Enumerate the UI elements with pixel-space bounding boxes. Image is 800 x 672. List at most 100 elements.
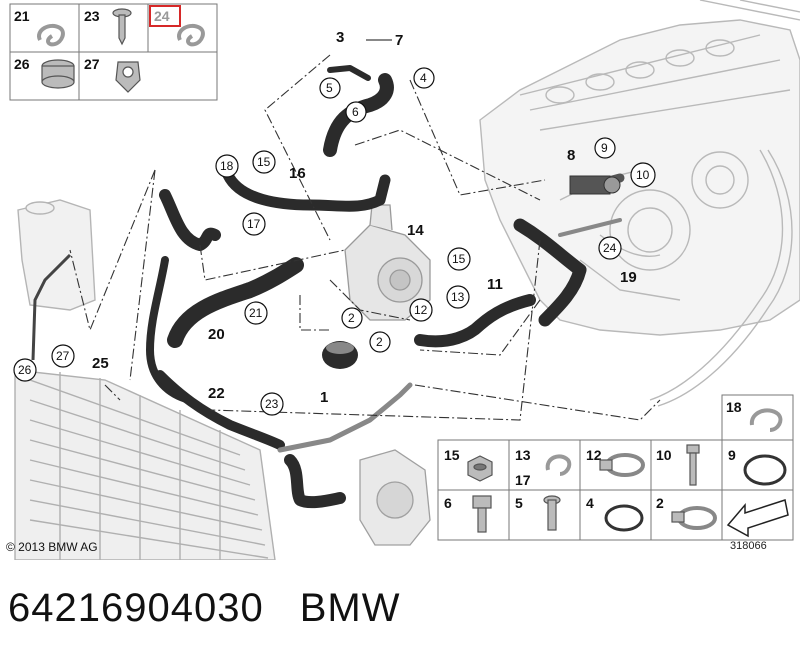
hex-bolt-icon — [472, 495, 492, 533]
highlight-box — [149, 5, 181, 27]
hose-clamp-icon — [749, 408, 783, 432]
label-14: 14 — [407, 222, 424, 239]
hose-clamp-icon — [545, 454, 572, 476]
brand-name: BMW — [299, 586, 401, 630]
svg-text:17: 17 — [247, 217, 261, 231]
legend-num-23: 23 — [84, 8, 100, 24]
top-legend — [9, 3, 218, 101]
svg-text:2: 2 — [376, 335, 383, 349]
svg-text:27: 27 — [56, 349, 70, 363]
hex-nut-icon — [467, 455, 493, 482]
callout-9: 9 — [594, 137, 616, 159]
svg-text:5: 5 — [326, 81, 333, 95]
cooling-system-diagram: 21 23 24 26 27 15 13 17 12 10 9 6 5 4 2 … — [9, 0, 800, 560]
label-11: 11 — [487, 276, 503, 293]
callout-2-lower: 2 — [369, 331, 391, 353]
svg-text:24: 24 — [603, 241, 617, 255]
svg-text:18: 18 — [220, 159, 234, 173]
legend-num-26: 26 — [14, 56, 30, 72]
expanding-rivet-icon — [112, 8, 132, 46]
legend-num-6: 6 — [444, 495, 452, 511]
legend-num-24: 24 — [154, 8, 170, 24]
callout-15-top: 15 — [252, 150, 276, 174]
label-7: 7 — [395, 32, 403, 49]
top-legend-numbers: 21 23 24 26 27 — [14, 8, 170, 72]
part-number: 64216904030 — [8, 586, 264, 630]
legend-num-10: 10 — [656, 447, 672, 463]
legend-num-21: 21 — [14, 8, 30, 24]
callout-10: 10 — [630, 162, 656, 188]
o-ring-icon — [743, 454, 787, 486]
legend-num-17: 17 — [515, 472, 531, 488]
legend-num-12: 12 — [586, 447, 602, 463]
thermostat-cap — [322, 341, 358, 369]
svg-text:13: 13 — [451, 290, 465, 304]
hose-19 — [513, 218, 587, 327]
hose-6 — [323, 73, 394, 157]
svg-text:12: 12 — [414, 303, 428, 317]
hose-3 — [327, 65, 371, 81]
radiator — [14, 369, 276, 560]
legend-num-27: 27 — [84, 56, 100, 72]
svg-text:21: 21 — [249, 306, 263, 320]
callout-17: 17 — [242, 212, 266, 236]
callout-18: 18 — [215, 154, 239, 178]
clip-icon — [115, 61, 141, 93]
callout-12: 12 — [409, 298, 433, 322]
hose-clamp-icon — [37, 23, 65, 47]
svg-text:2: 2 — [348, 311, 355, 325]
label-20: 20 — [208, 326, 225, 343]
hose-lower — [284, 454, 346, 509]
callout-2-upper: 2 — [341, 307, 363, 329]
label-1: 1 — [320, 389, 328, 406]
hose-20 — [167, 257, 304, 348]
svg-text:23: 23 — [265, 397, 279, 411]
label-25b: 25 — [92, 355, 109, 372]
worm-clamp-icon — [671, 506, 717, 530]
bottom-legend-icons — [467, 408, 789, 538]
hose-16 — [222, 169, 391, 212]
legend-num-5: 5 — [515, 495, 523, 511]
top-legend-icons — [37, 8, 205, 93]
callout-26: 26 — [13, 358, 37, 382]
callout-15: 15 — [447, 247, 471, 271]
callout-4: 4 — [413, 67, 435, 89]
part-labels: 3 7 8 16 14 11 19 20 1 22 25 25 — [92, 29, 637, 406]
seal-ring-icon — [604, 504, 644, 532]
screw-icon — [543, 495, 561, 531]
svg-text:15: 15 — [257, 155, 271, 169]
hose-22 — [155, 370, 285, 450]
svg-text:15: 15 — [452, 252, 466, 266]
hoses — [146, 65, 625, 509]
label-16: 16 — [289, 165, 306, 182]
spring-band-clamp-icon — [41, 59, 75, 89]
callout-13: 13 — [446, 285, 470, 309]
hose-clamp-icon — [177, 23, 205, 47]
svg-text:26: 26 — [18, 363, 32, 377]
legend-num-4: 4 — [586, 495, 594, 511]
bottom-legend-numbers: 15 13 17 12 10 9 6 5 4 2 18 — [444, 399, 742, 511]
legend-num-2: 2 — [656, 495, 664, 511]
svg-text:10: 10 — [636, 168, 650, 182]
leader-lines — [69, 54, 661, 421]
callout-21: 21 — [244, 301, 268, 325]
hose-upper-left — [159, 189, 221, 251]
legend-num-18: 18 — [726, 399, 742, 415]
label-19: 19 — [620, 269, 637, 286]
circled-labels: 4 5 6 9 10 18 15 17 15 24 13 12 21 2 2 2… — [13, 67, 656, 416]
arrow-icon — [726, 499, 789, 538]
callout-5: 5 — [319, 77, 341, 99]
image-number: 318066 — [730, 540, 767, 552]
callout-27: 27 — [51, 344, 75, 368]
pipe-right — [558, 218, 622, 237]
svg-text:9: 9 — [601, 141, 608, 155]
hose-11 — [414, 294, 536, 348]
label-22: 22 — [208, 385, 225, 402]
legend-num-9: 9 — [728, 447, 736, 463]
temperature-sensor — [569, 175, 621, 195]
bolt-icon — [686, 444, 700, 486]
water-pump — [359, 449, 431, 546]
callout-24: 24 — [598, 236, 622, 260]
label-3: 3 — [336, 29, 344, 46]
legend-num-13: 13 — [515, 447, 531, 463]
